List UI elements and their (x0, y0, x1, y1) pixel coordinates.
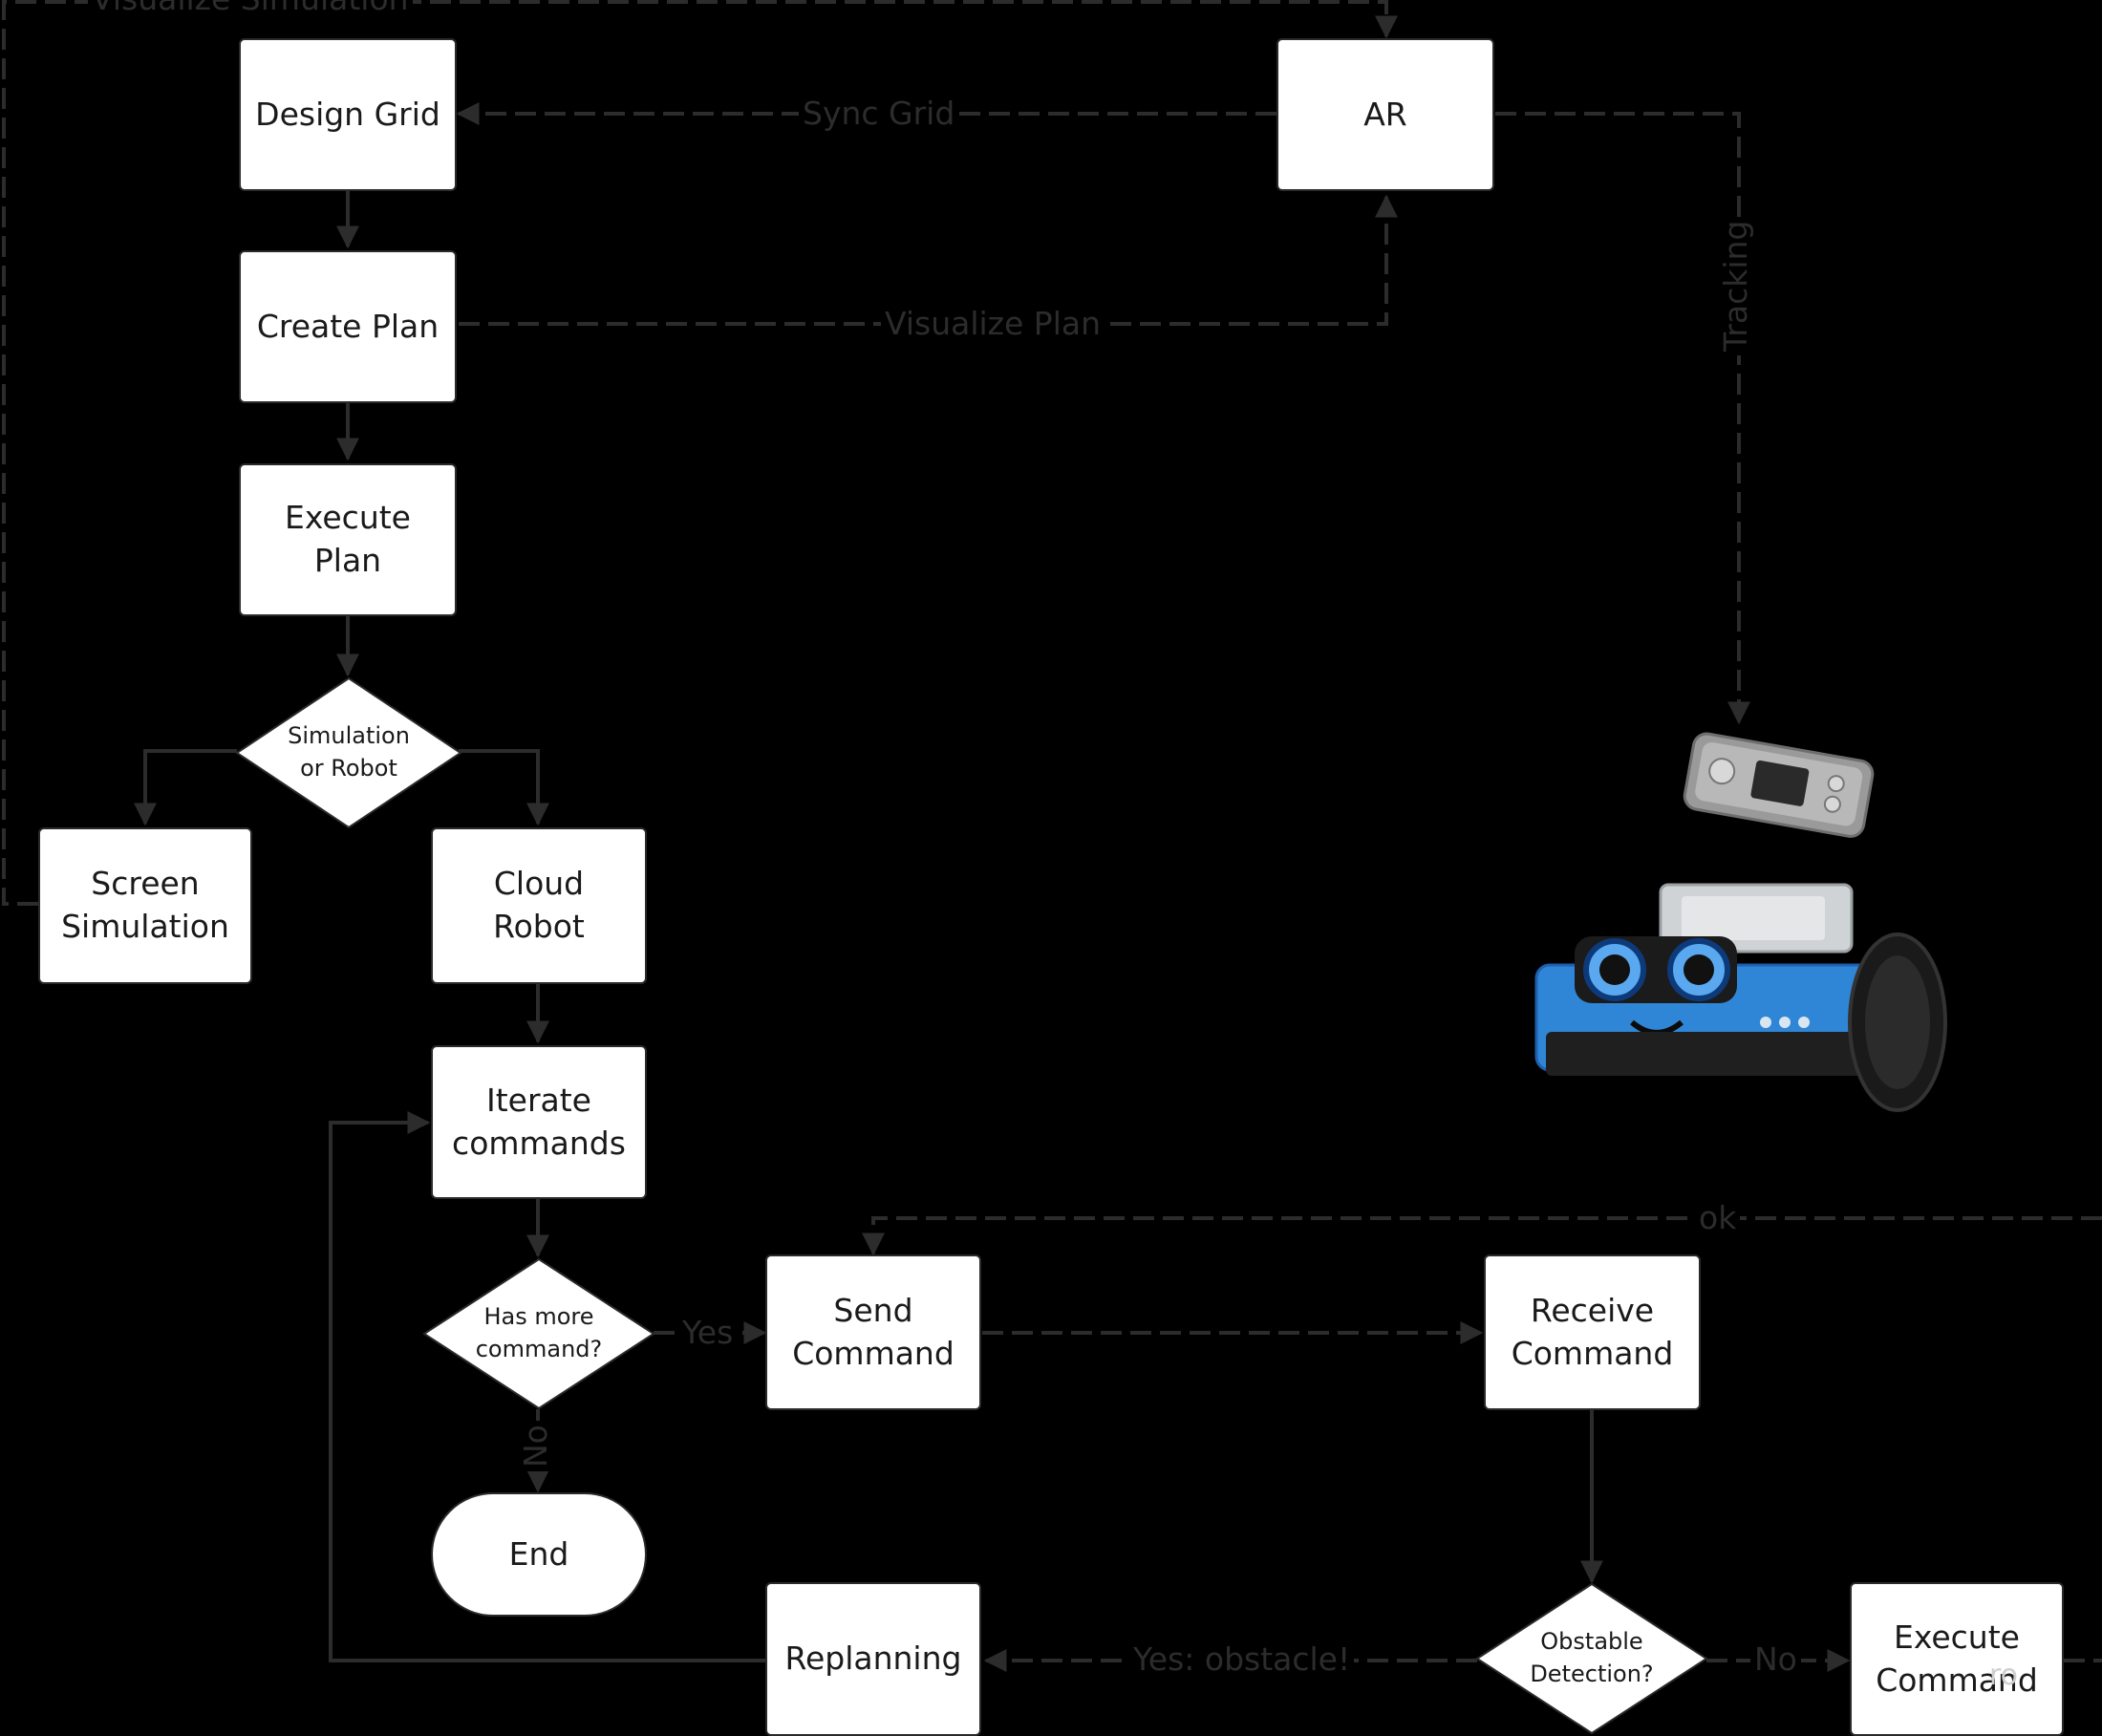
node-design-grid-label: Design Grid (255, 95, 440, 133)
controller-device-icon (1683, 732, 1875, 838)
node-execute-plan-label: Execute Plan (285, 499, 411, 579)
node-design-grid: Design Grid (239, 38, 457, 191)
node-send-command-label: Send Command (792, 1291, 954, 1372)
node-replanning: Replanning (765, 1582, 981, 1736)
node-execute-command-label: Execute Command (1876, 1618, 2038, 1699)
node-execute-plan: Execute Plan (239, 463, 457, 616)
robot-icon (1534, 883, 1947, 1112)
node-iterate-commands-label: Iterate commands (452, 1081, 626, 1162)
node-ar: AR (1276, 38, 1494, 191)
edge-label-visualize-simulation: Visualize Simulation (88, 0, 413, 14)
edge-decision-cloud (459, 749, 549, 826)
node-create-plan: Create Plan (239, 250, 457, 403)
edge-label-ok: ok (1695, 1202, 1741, 1233)
node-obstacle-detection: Obstable Detection? (1475, 1582, 1708, 1735)
decision-diamond (235, 676, 462, 829)
edge-ok (862, 1216, 2102, 1256)
node-sim-or-robot: Simulation or Robot (235, 676, 462, 829)
edge-label-yes-obstacle: Yes: obstacle! (1129, 1643, 1355, 1675)
node-receive-command-label: Receive Command (1511, 1291, 1674, 1372)
decision-diamond (422, 1257, 655, 1410)
node-has-more-command: Has more command? (422, 1257, 655, 1410)
edge-label-sync-grid: Sync Grid (799, 97, 959, 129)
edge-label-tracking: Tracking (1717, 216, 1754, 355)
edge-decision-screen (134, 749, 237, 826)
node-end: End (431, 1492, 647, 1617)
edge-visualize-simulation (2, 0, 1398, 906)
node-cloud-robot-label: Cloud Robot (493, 865, 585, 945)
node-screen-simulation: Screen Simulation (38, 827, 252, 984)
node-replanning-label: Replanning (784, 1640, 962, 1678)
node-screen-simulation-label: Screen Simulation (61, 865, 229, 945)
node-receive-command: Receive Command (1484, 1254, 1701, 1410)
decision-diamond (1475, 1582, 1708, 1735)
edge-label-visualize-plan: Visualize Plan (881, 308, 1105, 339)
node-create-plan-label: Create Plan (256, 307, 440, 345)
node-ar-label: AR (1363, 95, 1407, 133)
node-sim-or-robot-label: Simulation or Robot (288, 722, 410, 782)
edge-label-no: No (517, 1421, 554, 1471)
watermark-text: ro (1989, 1659, 2019, 1692)
edge-visualize-plan (459, 194, 1398, 326)
edge-label-no-2: No (1750, 1643, 1801, 1675)
node-obstacle-detection-label: Obstable Detection? (1530, 1628, 1654, 1687)
node-execute-command: Execute Command (1850, 1582, 2064, 1736)
node-cloud-robot: Cloud Robot (431, 827, 647, 984)
node-end-label: End (508, 1534, 569, 1573)
node-has-more-command-label: Has more command? (475, 1303, 603, 1362)
node-iterate-commands: Iterate commands (431, 1045, 647, 1199)
edge-tracking (1495, 112, 1750, 725)
edge-label-yes: Yes (678, 1317, 738, 1348)
node-send-command: Send Command (765, 1254, 981, 1410)
edge-replanning-iterate (329, 1111, 770, 1662)
